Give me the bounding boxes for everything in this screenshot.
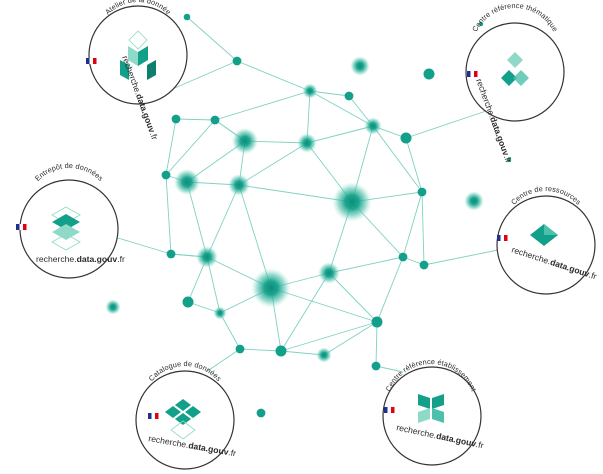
- network-edge: [175, 118, 216, 121]
- network-node: [417, 187, 427, 197]
- network-edge: [280, 272, 330, 352]
- badge-entrepot: Entrepôt de données recherche.data.gouv.…: [16, 161, 125, 279]
- network-node: [398, 252, 408, 262]
- marianne-flag-icon: [148, 413, 159, 419]
- badge-atelier: Atelier de la donnée recherche.data.gouv…: [86, 0, 188, 141]
- atelier-icon: [120, 30, 156, 80]
- badge-etablissement: Centre référence établissement recherche…: [382, 357, 485, 466]
- marianne-flag-icon: [16, 224, 27, 230]
- network-node: [464, 191, 484, 211]
- network-node: [316, 347, 332, 363]
- network-edge: [309, 90, 374, 127]
- network-node: [231, 127, 259, 155]
- network-node: [371, 316, 383, 328]
- network-node: [171, 114, 181, 124]
- network-edge: [165, 118, 177, 176]
- badge-circle: [496, 195, 596, 295]
- network-node: [196, 246, 218, 268]
- entrepot-icon: [51, 206, 81, 251]
- network-edges: [117, 16, 499, 373]
- network-edge: [306, 125, 374, 144]
- network-node: [183, 13, 191, 21]
- network-node: [506, 157, 512, 163]
- network-edge: [205, 348, 241, 373]
- network-node: [400, 132, 412, 144]
- network-edge: [206, 184, 240, 258]
- network-node: [251, 268, 291, 308]
- network-edge: [372, 125, 423, 193]
- network-edge: [421, 191, 425, 266]
- badge-catalogue: Catalogue de données recherche.data.gouv…: [135, 359, 237, 470]
- network-edge: [165, 119, 216, 176]
- network-edge: [165, 174, 172, 255]
- network-edge: [280, 321, 378, 352]
- network-nodes: [105, 13, 512, 418]
- network-node: [297, 133, 317, 153]
- network-edge: [117, 237, 172, 255]
- network-node: [423, 68, 435, 80]
- network-node: [182, 296, 194, 308]
- network-node: [371, 361, 381, 371]
- network-node: [344, 91, 354, 101]
- network-node: [350, 56, 370, 76]
- network-edge: [405, 108, 493, 139]
- network-node: [302, 83, 318, 99]
- network-node: [235, 344, 245, 354]
- thematique-icon: [501, 52, 529, 86]
- badge-thematique: Centre référence thématique recherche.da…: [465, 1, 565, 164]
- network-node: [256, 408, 266, 418]
- network-edge: [186, 16, 238, 62]
- network-node: [161, 170, 171, 180]
- network-edge: [328, 256, 404, 274]
- network-node: [275, 345, 287, 357]
- network-node: [419, 260, 429, 270]
- marianne-flag-icon: [384, 407, 395, 413]
- badge-ressources: Centre de ressources recherche.data.gouv…: [496, 184, 598, 295]
- network-edge: [219, 312, 241, 350]
- network-edge: [214, 90, 311, 121]
- badge-circle: [465, 22, 565, 122]
- network-node: [318, 262, 340, 284]
- network-node: [166, 249, 176, 259]
- network-edge: [376, 256, 404, 323]
- network-node: [364, 117, 382, 135]
- network-node: [478, 21, 484, 27]
- network-node: [332, 182, 372, 222]
- network-edge: [375, 365, 404, 373]
- network-node: [213, 306, 227, 320]
- network-node: [232, 56, 242, 66]
- network-node: [210, 115, 220, 125]
- network-edge: [375, 321, 378, 367]
- etablissement-icon: [418, 394, 444, 423]
- marianne-flag-icon: [497, 235, 508, 241]
- ressources-icon: [530, 224, 558, 246]
- network-node: [173, 168, 201, 196]
- network-edge: [323, 321, 378, 356]
- network-node: [228, 174, 250, 196]
- catalogue-icon: [165, 399, 201, 440]
- network-edge: [423, 249, 499, 266]
- network-edge: [405, 137, 423, 193]
- marianne-flag-icon: [86, 58, 97, 64]
- network-node: [105, 299, 121, 315]
- network-edge: [328, 272, 378, 323]
- network-edge: [238, 142, 308, 186]
- marianne-flag-icon: [467, 71, 478, 77]
- network-edge: [402, 191, 423, 258]
- badge-url: recherche.data.gouv.fr: [36, 254, 125, 264]
- network-edge: [239, 348, 282, 352]
- network-edge: [236, 60, 311, 92]
